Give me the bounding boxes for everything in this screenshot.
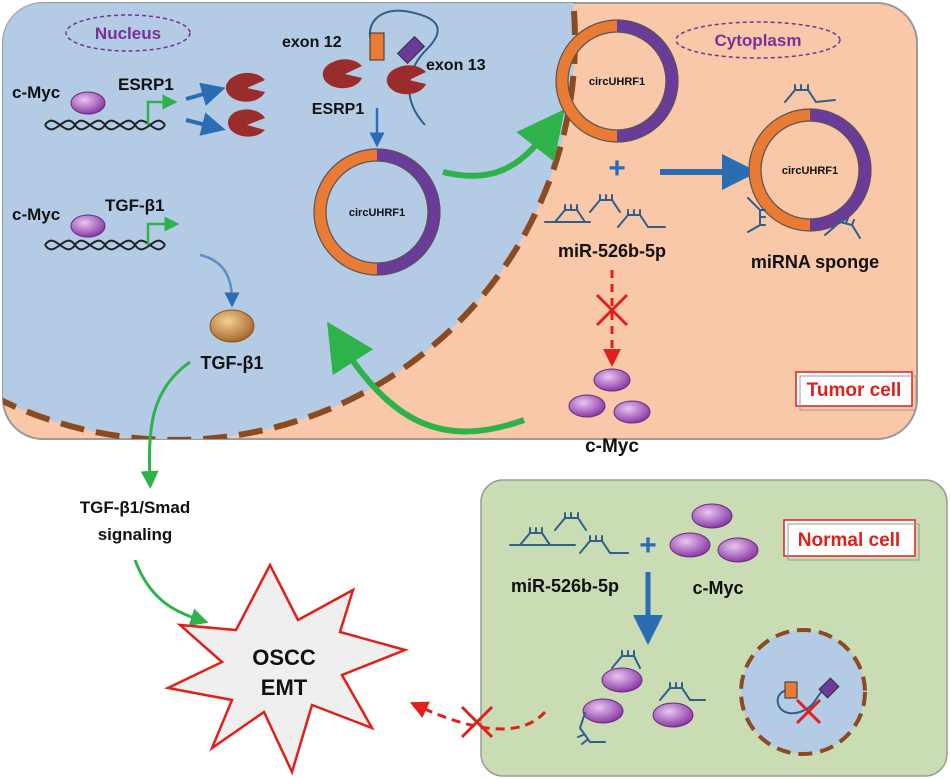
svg-text:TGF-β1/Smad: TGF-β1/Smad (80, 498, 191, 517)
svg-text:ESRP1: ESRP1 (118, 75, 174, 94)
svg-text:exon 13: exon 13 (426, 57, 486, 74)
svg-text:c-Myc: c-Myc (12, 205, 60, 224)
normal-cell-tag: Normal cell (783, 519, 920, 561)
exon-13-box (396, 35, 426, 65)
cmyc-cluster-tumor (568, 368, 651, 424)
svg-text:miR-526b-5p: miR-526b-5p (558, 241, 666, 261)
circuhrf1-cytoplasm: circUHRF1 (555, 19, 679, 143)
svg-text:+: + (608, 152, 626, 185)
expression-arrow (199, 253, 240, 308)
secretion-arrow (140, 360, 191, 489)
svg-text:circUHRF1: circUHRF1 (589, 76, 645, 88)
dna-helix-icon (44, 119, 166, 131)
translation-arrow (185, 112, 226, 136)
tgfb1-protein (209, 309, 255, 343)
svg-text:c-Myc: c-Myc (692, 578, 743, 598)
tgfb1-gene-locus: c-Myc TGF-β1 (12, 196, 180, 251)
esrp1-gene-locus: c-Myc ESRP1 (12, 75, 178, 131)
svg-text:circUHRF1: circUHRF1 (349, 207, 405, 219)
svg-text:c-Myc: c-Myc (585, 436, 639, 457)
exon-12-box (784, 681, 798, 699)
promoter-arrow-icon (146, 94, 178, 125)
esrp1-protein-icon (225, 72, 265, 137)
cytoplasm-tag: Cytoplasm (675, 21, 841, 59)
block-x-icon (460, 705, 494, 739)
promoter-arrow-icon (146, 216, 180, 245)
cmyc-cluster-normal (669, 503, 759, 563)
svg-text:signaling: signaling (98, 525, 173, 544)
exon-13-box (818, 677, 840, 699)
block-x-icon (795, 698, 822, 725)
exon-12-box (369, 32, 385, 61)
svg-text:TGF-β1: TGF-β1 (105, 196, 164, 215)
export-arrow (442, 109, 565, 179)
signaling-arrow (133, 559, 209, 626)
pre-mrna-splicing: exon 12 exon 13 ESRP1 (282, 9, 486, 126)
oscc-emt-starburst: OSCC EMT (164, 562, 409, 776)
svg-text:Normal cell: Normal cell (798, 530, 900, 551)
circuhrf1-sponge: circUHRF1 (747, 84, 872, 239)
block-x-icon (595, 293, 629, 327)
svg-text:exon 12: exon 12 (282, 34, 342, 51)
svg-text:Cytoplasm: Cytoplasm (715, 31, 802, 50)
mirna-cmyc-complex (577, 650, 706, 745)
svg-text:TGF-β1: TGF-β1 (201, 353, 264, 373)
nuclear-import-arrow (327, 321, 526, 435)
svg-text:+: + (639, 529, 657, 562)
svg-text:OSCC: OSCC (252, 645, 316, 670)
mirna-cluster-normal (509, 512, 629, 554)
cmyc-protein (70, 91, 106, 115)
svg-text:miR-526b-5p: miR-526b-5p (511, 576, 619, 596)
nucleus-tag: Nucleus (65, 14, 191, 52)
svg-text:circUHRF1: circUHRF1 (782, 165, 838, 177)
cmyc-protein (70, 214, 106, 238)
svg-text:ESRP1: ESRP1 (312, 101, 365, 118)
svg-text:c-Myc: c-Myc (12, 83, 60, 102)
normal-nucleus (739, 628, 867, 756)
svg-text:miRNA sponge: miRNA sponge (751, 252, 879, 272)
svg-text:Nucleus: Nucleus (95, 24, 161, 43)
mirna-cluster-tumor (544, 194, 666, 228)
svg-text:Tumor cell: Tumor cell (807, 380, 902, 401)
tumor-cell-tag: Tumor cell (795, 371, 917, 411)
dna-helix-icon (44, 239, 166, 251)
translation-arrow (185, 82, 226, 106)
svg-text:EMT: EMT (261, 675, 308, 700)
circuhrf1-nucleus: circUHRF1 (313, 148, 441, 276)
